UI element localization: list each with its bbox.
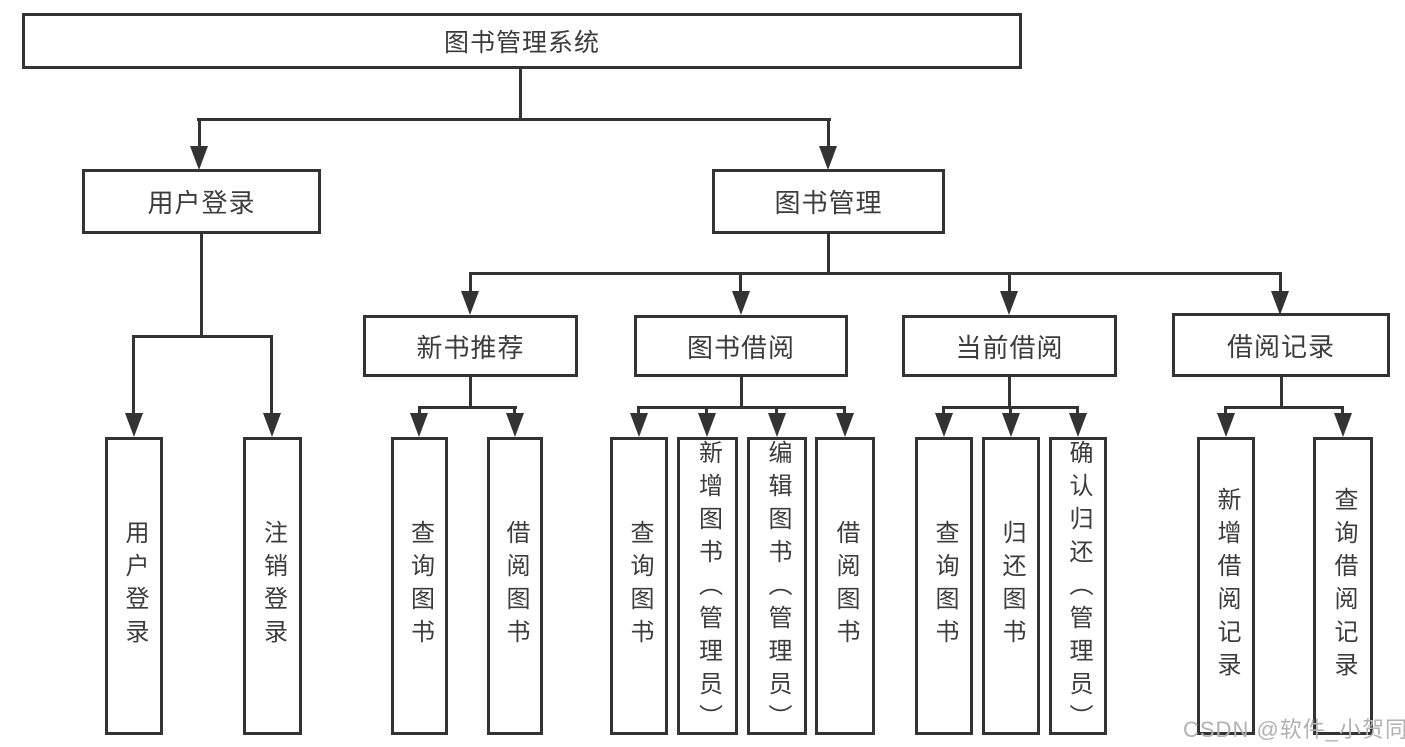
arrow-down-icon [768,413,786,437]
connector-line [519,66,522,121]
arrow-down-icon [1217,413,1235,437]
arrow-down-icon [190,146,208,170]
arrow-down-icon [698,413,716,437]
leaf-query-books-borrow: 查询图书 [610,437,668,735]
arrow-down-icon [630,413,648,437]
node-user-login-label: 用户登录 [147,188,256,218]
connector-line [739,272,742,296]
leaf-edit-book-admin: 编辑图书（管理员） [747,437,807,737]
connector-line [418,406,421,416]
connector-line [1279,272,1282,296]
arrow-down-icon [1271,291,1289,315]
connector-line [1076,406,1079,416]
leaf-add-borrow-record: 新增借阅记录 [1197,437,1255,735]
connector-line [469,272,1282,275]
arrow-down-icon [506,413,524,437]
connector-line [843,406,846,416]
connector-line [418,406,517,409]
leaf-logout: 注销登录 [243,437,302,735]
leaf-return-books-label: 归还图书 [998,520,1025,652]
leaf-borrow-books-label: 借阅图书 [832,520,859,652]
connector-line [1224,406,1344,409]
connector-line [827,118,830,152]
connector-line [1224,406,1227,416]
connector-line [197,118,831,121]
arrow-down-icon [819,146,837,170]
connector-line [469,377,472,408]
connector-line [1008,377,1011,408]
watermark: CSDN @软件_小贺同学 [1183,717,1405,742]
leaf-query-books-current-label: 查询图书 [931,520,958,652]
connector-line [200,234,203,338]
leaf-query-books-current: 查询图书 [915,437,973,735]
node-new-book-recommend: 新书推荐 [363,315,578,377]
node-new-book-recommend-label: 新书推荐 [416,332,525,363]
leaf-add-borrow-record-label: 新增借阅记录 [1213,487,1240,685]
connector-line [1280,377,1283,408]
connector-line [740,377,743,408]
connector-line [198,118,201,152]
node-book-management-label: 图书管理 [774,188,883,218]
node-borrow-records: 借阅记录 [1172,313,1390,377]
node-current-borrow: 当前借阅 [902,315,1117,377]
arrow-down-icon [1000,291,1018,315]
leaf-query-borrow-record-label: 查询借阅记录 [1330,487,1357,685]
leaf-query-borrow-record: 查询借阅记录 [1313,437,1373,735]
leaf-add-book-admin-label: 新增图书（管理员） [694,440,722,737]
arrow-down-icon [1002,413,1020,437]
node-library-system-label: 图书管理系统 [443,29,600,57]
connector-line [270,335,273,415]
node-book-borrow-label: 图书借阅 [686,332,795,363]
connector-line [469,272,472,296]
connector-line [132,335,273,338]
arrow-down-icon [461,291,479,315]
leaf-return-books: 归还图书 [982,437,1040,735]
arrow-down-icon [410,413,428,437]
leaf-borrow-books-recommend-label: 借阅图书 [502,520,529,652]
connector-line [513,406,516,416]
leaf-borrow-books-recommend: 借阅图书 [487,437,543,735]
connector-line [827,234,830,275]
node-book-borrow: 图书借阅 [634,315,848,377]
leaf-confirm-return-admin: 确认归还（管理员） [1049,437,1107,737]
connector-line [775,406,778,416]
leaf-query-books-borrow-label: 查询图书 [626,520,653,652]
leaf-query-books-recommend: 查询图书 [391,437,448,735]
arrow-down-icon [1069,413,1087,437]
node-user-login: 用户登录 [82,169,321,234]
node-book-management: 图书管理 [712,169,945,234]
leaf-confirm-return-admin-label: 确认归还（管理员） [1065,440,1092,737]
leaf-borrow-books: 借阅图书 [815,437,875,735]
node-library-system: 图书管理系统 [22,13,1022,69]
connector-line [637,406,640,416]
arrow-down-icon [836,413,854,437]
connector-line [942,406,945,416]
arrow-down-icon [125,413,143,437]
arrow-down-icon [263,413,281,437]
connector-line [637,406,845,409]
leaf-logout-label: 注销登录 [259,520,287,652]
connector-line [132,335,135,415]
arrow-down-icon [732,291,750,315]
leaf-edit-book-admin-label: 编辑图书（管理员） [764,440,791,737]
arrow-down-icon [1334,413,1352,437]
leaf-add-book-admin: 新增图书（管理员） [677,437,738,737]
connector-line [1009,406,1012,416]
leaf-user-login: 用户登录 [105,437,163,735]
node-borrow-records-label: 借阅记录 [1226,331,1335,362]
leaf-user-login-label: 用户登录 [121,520,148,652]
leaf-query-books-recommend-label: 查询图书 [406,520,434,652]
connector-line [1341,406,1344,416]
node-current-borrow-label: 当前借阅 [955,332,1064,363]
connector-line [1008,272,1011,296]
arrow-down-icon [935,413,953,437]
connector-line [705,406,708,416]
